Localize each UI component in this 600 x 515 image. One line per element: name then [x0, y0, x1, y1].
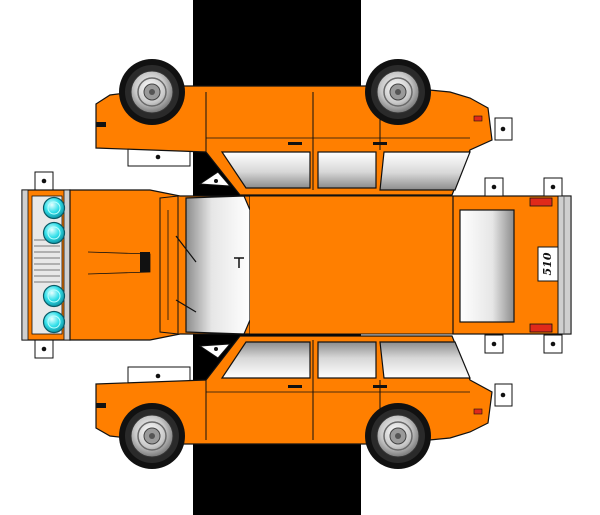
- front-side-window-bottom: [220, 341, 311, 379]
- glue-tab-icon: [198, 171, 232, 187]
- top-view-panel: 510: [69, 171, 572, 359]
- front-side-window-top: [220, 151, 311, 189]
- glue-tab-icon: [34, 339, 54, 359]
- rear-side-window-top: [317, 151, 377, 189]
- glue-tab-icon: [34, 171, 54, 191]
- top-side-panel: [95, 58, 513, 196]
- rear-window-bottom: [379, 341, 471, 379]
- wheel-icon: [118, 58, 186, 126]
- glue-tab-icon: [543, 177, 563, 197]
- rear-side-window-bottom: [317, 341, 377, 379]
- front-grille-panel: [21, 171, 71, 359]
- headlight-icon: [42, 284, 66, 308]
- headlight-icon: [42, 221, 66, 245]
- headlight-icon: [42, 310, 66, 334]
- bottom-side-panel: [95, 335, 513, 470]
- wheel-icon: [118, 402, 186, 470]
- model-badge: [537, 246, 559, 282]
- glue-tab-icon: [484, 177, 504, 197]
- rear-window-top: [379, 151, 471, 191]
- wheel-icon: [364, 58, 432, 126]
- glue-tab-icon: [198, 343, 232, 359]
- grille: [31, 195, 63, 335]
- headlight-icon: [42, 196, 66, 220]
- rear-window: [459, 209, 515, 323]
- roof: [250, 196, 453, 334]
- glue-tab-icon: [484, 334, 504, 354]
- wheel-icon: [364, 402, 432, 470]
- glue-tab-icon: [543, 334, 563, 354]
- model-badge-label: 510: [541, 252, 554, 275]
- windshield: [185, 195, 251, 335]
